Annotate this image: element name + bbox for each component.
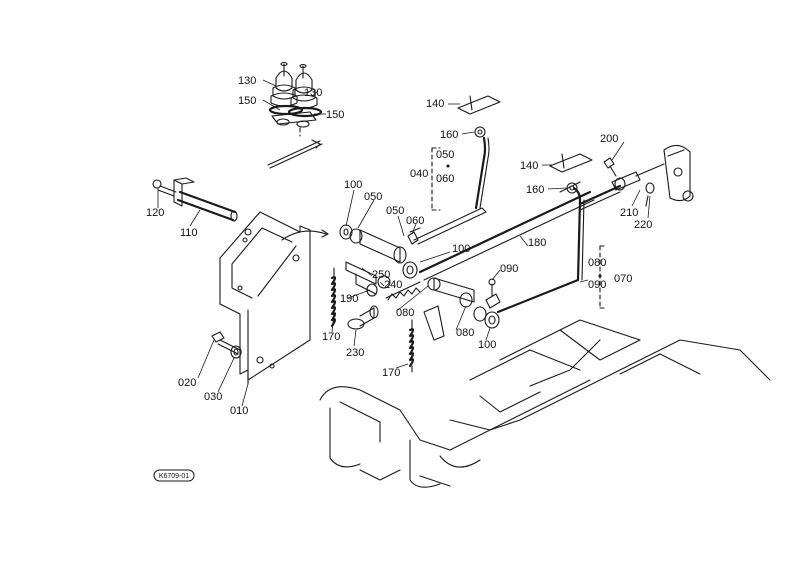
label-170-lower: 170 (382, 367, 400, 379)
label-090-right: 090 (588, 279, 606, 291)
label-160-top: 160 (440, 129, 458, 141)
bolt-020 (211, 331, 242, 359)
tractor-body (319, 319, 771, 488)
label-130-left: 130 (238, 75, 256, 87)
drawing-lines (152, 61, 771, 488)
label-050-left: 050 (364, 191, 382, 203)
label-100-left: 100 (344, 179, 362, 191)
bracket-010 (219, 211, 329, 385)
label-160-mid: 160 (526, 184, 544, 196)
label-110: 110 (180, 227, 198, 239)
label-120: 120 (146, 207, 164, 219)
label-190: 190 (340, 293, 358, 305)
rod-180 (578, 184, 622, 211)
spring-170b (408, 319, 415, 373)
plate-140b (549, 153, 593, 194)
label-090-center: 090 (500, 263, 518, 275)
label-250: 250 (372, 269, 390, 281)
label-150-right: 150 (326, 109, 344, 121)
reference-code-badge: K6709-01 (153, 469, 195, 482)
label-180: 180 (528, 237, 546, 249)
label-010: 010 (230, 405, 248, 417)
damper-assembly (267, 61, 323, 169)
lever-assembly (339, 136, 595, 341)
label-080-right: 080 (588, 257, 606, 269)
label-070: 070 (614, 273, 632, 285)
shaft-110 (152, 177, 238, 222)
label-140-mid: 140 (520, 160, 538, 172)
label-240: 240 (384, 279, 402, 291)
label-060-center: 060 (406, 215, 424, 227)
right-linkage (603, 144, 694, 207)
label-230: 230 (346, 347, 364, 359)
label-210: 210 (620, 207, 638, 219)
label-080-left: 080 (396, 307, 414, 319)
label-170-left: 170 (322, 331, 340, 343)
rod-090 (496, 181, 585, 314)
label-040: 040 (410, 168, 428, 180)
part-labels: 130 130 150 150 140 160 050 040 060 140 … (146, 75, 652, 417)
label-030: 030 (204, 391, 222, 403)
label-050-center: 050 (386, 205, 404, 217)
leader-lines (157, 79, 651, 407)
label-050-group: 050 (436, 149, 454, 161)
label-220: 220 (634, 219, 652, 231)
label-150-left: 150 (238, 95, 256, 107)
label-130-right: 130 (304, 87, 322, 99)
label-200: 200 (600, 133, 618, 145)
label-100-center: 100 (452, 243, 470, 255)
label-020: 020 (178, 377, 196, 389)
label-080-lower: 080 (456, 327, 474, 339)
label-060-group: 060 (436, 173, 454, 185)
spring-170a (330, 267, 337, 328)
label-140-top: 140 (426, 98, 444, 110)
reference-code: K6709-01 (159, 473, 189, 480)
label-100-lower: 100 (478, 339, 496, 351)
plate-140a (457, 95, 501, 138)
